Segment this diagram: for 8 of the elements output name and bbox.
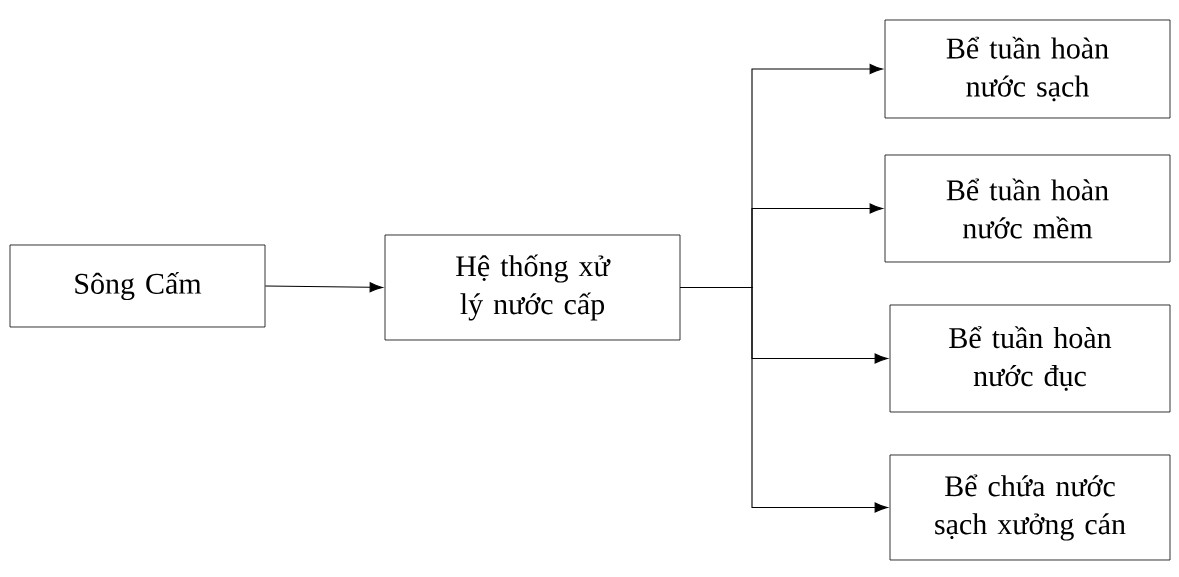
process-box: Bể tuần hoàn nước đục <box>889 304 1171 413</box>
process-box: Hệ thống xử lý nước cấp <box>384 234 681 341</box>
arrow <box>679 286 888 513</box>
process-box: Sông Cấm <box>9 244 266 328</box>
arrow <box>264 282 383 293</box>
process-box: Bể chứa nước sạch xưởng cán <box>889 454 1171 561</box>
process-box: Bể tuần hoàn nước mềm <box>884 154 1171 263</box>
process-box: Bể tuần hoàn nước sạch <box>884 19 1171 119</box>
